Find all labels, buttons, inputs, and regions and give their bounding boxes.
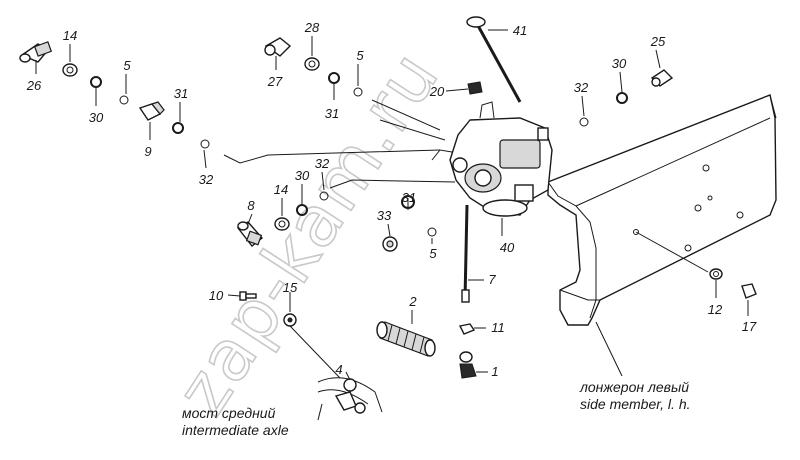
ring-32-right [579,117,589,127]
rod-end-1 [459,351,477,379]
ring-5-mid [427,227,437,237]
side-member-caption-ru: лонжерон левый [579,379,689,395]
pipe-upper-2 [379,119,446,141]
plug-33 [382,236,398,252]
ring-5-top [353,87,363,97]
nut-17 [741,283,757,299]
callout-31-mid: 31 [402,190,416,205]
fitting-20 [467,81,483,95]
rod-7 [461,204,470,303]
ring-5-left [119,95,129,105]
adapter-9 [138,101,165,121]
washer-31-top [328,72,340,84]
callout-1: 1 [491,364,498,379]
washer-30-right [616,92,628,104]
sleeve-2 [376,321,436,357]
callout-5-top: 5 [356,48,364,63]
nut-12 [709,268,723,280]
callout-32-mid: 32 [315,156,330,171]
callout-14-top: 14 [63,28,77,43]
callout-33: 33 [377,208,392,223]
callout-31-top: 31 [325,106,339,121]
nut-14-top [62,63,78,77]
callout-2: 2 [408,294,417,309]
callout-30-top: 30 [89,110,104,125]
lever-41 [466,16,522,103]
leader-lines [35,29,749,421]
ring-32-mid [319,191,329,201]
callout-11: 11 [491,320,505,335]
callout-12: 12 [708,302,723,317]
elbow-fitting-8 [236,221,264,247]
pipe-upper [371,99,441,131]
axle-caption-ru: мост средний [182,405,276,421]
nut-11 [458,323,476,335]
callout-20: 20 [429,84,445,99]
callout-9: 9 [144,144,151,159]
callout-4: 4 [335,362,342,377]
callout-15: 15 [283,280,298,295]
callout-25: 25 [650,34,666,49]
ring-32-left [200,139,210,149]
callout-10: 10 [209,288,224,303]
callout-7: 7 [488,272,496,287]
callout-26: 26 [26,78,42,93]
axle-caption-en: intermediate axle [182,422,289,438]
callout-30-mid: 30 [295,168,310,183]
callout-32-left: 32 [199,172,214,187]
callout-28: 28 [304,20,320,35]
callout-31-left: 31 [174,86,188,101]
ball-stud-15 [283,313,297,327]
elbow-fitting-26 [19,41,53,63]
callout-5-mid: 5 [429,246,437,261]
axle-bracket-4 [317,377,383,414]
callout-40: 40 [500,240,515,255]
nut-14-mid [274,217,290,231]
side-member-caption-en: side member, l. h. [580,396,691,412]
callout-32-right: 32 [574,80,589,95]
pipe-middle [329,179,456,189]
nut-28 [304,57,320,71]
elbow-fitting-27 [264,37,292,57]
callout-27: 27 [267,74,283,89]
side-member-rail [547,94,777,326]
callout-labels: 26 14 30 5 9 31 32 27 28 31 5 20 41 25 3… [26,20,757,379]
adapter-25 [650,69,674,87]
washer-31-left [172,122,184,134]
callout-17: 17 [742,319,757,334]
callout-41: 41 [513,23,527,38]
callout-5-left: 5 [123,58,131,73]
washer-30-mid [296,204,308,216]
callout-30-right: 30 [612,56,627,71]
pipe-left [223,149,441,164]
watermark: zap-kam.ru [160,36,455,429]
callout-8: 8 [247,198,255,213]
valve-assembly [431,101,553,217]
callout-14-mid: 14 [274,182,288,197]
washer-30-top [90,76,102,88]
